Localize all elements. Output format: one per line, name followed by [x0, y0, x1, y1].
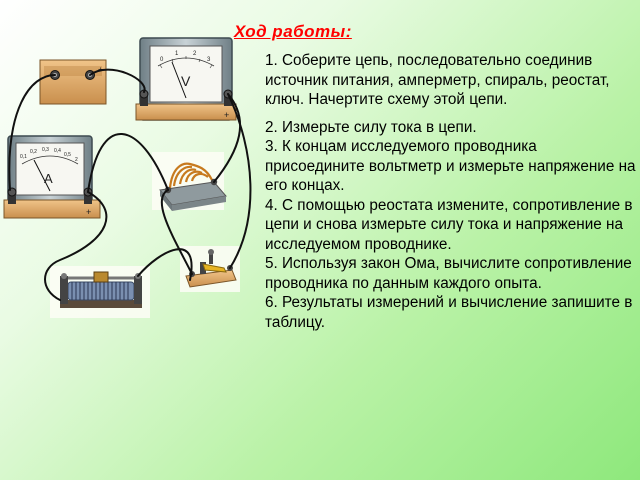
ammeter-symbol: A	[44, 171, 53, 186]
ammeter-plus-label: +	[86, 207, 91, 217]
voltmeter-symbol: V	[181, 73, 191, 89]
wire-switch-to-coil	[160, 189, 193, 275]
voltmeter-scale-2: 2	[193, 51, 197, 57]
switch-lever-icon	[202, 263, 227, 273]
step-5: 5. Используя закон Ома, вычислите сопрот…	[265, 255, 632, 292]
voltmeter-scale-3: 3	[207, 57, 211, 63]
work-steps: 1. Соберите цепь, последовательно соедин…	[265, 51, 637, 332]
step-6: 6. Результаты измерений и вычисление зап…	[265, 294, 633, 331]
ammeter-scale-6: 2	[75, 157, 78, 163]
step-4: 4. С помощью реостата измените, сопротив…	[265, 196, 633, 253]
ammeter-scale-3: 0,3	[42, 147, 49, 153]
connecting-wires	[8, 68, 252, 301]
wire-rheostat-to-switch	[137, 248, 193, 281]
ammeter-scale-1: 0,1	[20, 154, 27, 160]
voltmeter-scale-0: 0	[160, 57, 164, 63]
ammeter-scale-2: 0,2	[30, 149, 37, 155]
wire-ammeter-to-coil	[87, 133, 169, 193]
voltmeter: 0 1 2 3 V +	[135, 37, 237, 121]
wire-ammeter-to-rheostat	[44, 191, 108, 301]
step-1: 1. Соберите цепь, последовательно соедин…	[265, 52, 610, 108]
coil-winding-icon	[168, 162, 213, 189]
step-2: 2. Измерьте силу тока в цепи.	[265, 118, 477, 136]
rheostat-slider-icon	[93, 271, 109, 283]
ammeter-scale-5: 0,5	[64, 152, 71, 158]
ammeter-needle	[33, 159, 51, 192]
rheostat	[50, 266, 150, 318]
voltmeter-plus-label: +	[224, 110, 229, 120]
wire-voltmeter-to-switch	[227, 93, 252, 269]
voltmeter-needle	[171, 61, 187, 99]
wire-source-to-ammeter	[8, 74, 56, 191]
power-source: +	[39, 59, 107, 105]
ammeter: 0,1 0,2 0,3 0,4 0,5 2 A +	[3, 135, 101, 219]
wire-source-to-voltmeter	[89, 68, 146, 93]
page-title: Ход работы:	[234, 22, 352, 41]
wire-voltmeter-to-coil	[213, 93, 242, 183]
voltmeter-scale-1: 1	[175, 51, 179, 57]
step-3: 3. К концам исследуемого проводника прис…	[265, 138, 636, 194]
ammeter-scale-4: 0,4	[54, 148, 61, 154]
